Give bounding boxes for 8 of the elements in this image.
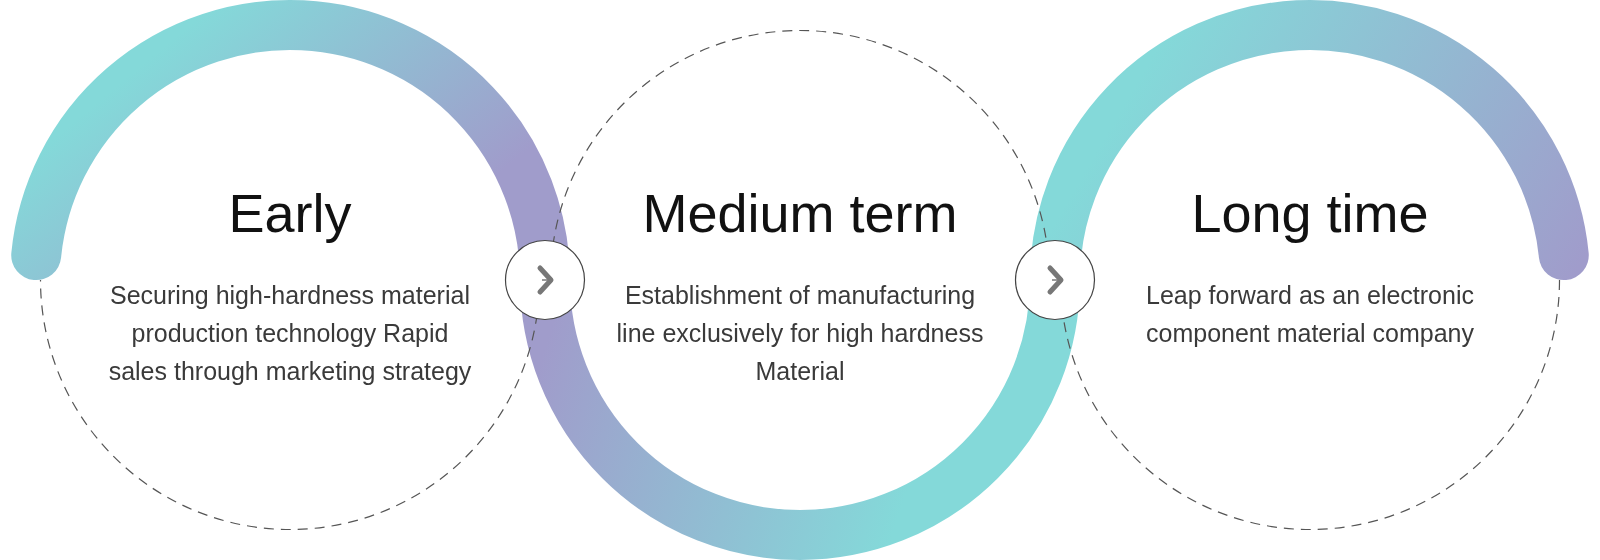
stage-title: Medium term (642, 182, 958, 245)
stage-description: Establishment of manufacturing line exclusively for high hardness Material (615, 280, 985, 387)
chevron-arrow (1047, 265, 1064, 295)
chevron-arrow (537, 265, 554, 295)
stage-title: Long time (1191, 182, 1429, 245)
stage-title: Early (228, 182, 352, 245)
stage-description: Leap forward as an electronic component material company (1145, 280, 1475, 349)
stage-description: Securing high-hardness material production technology Rapid sales through marketing strategy (107, 280, 473, 387)
